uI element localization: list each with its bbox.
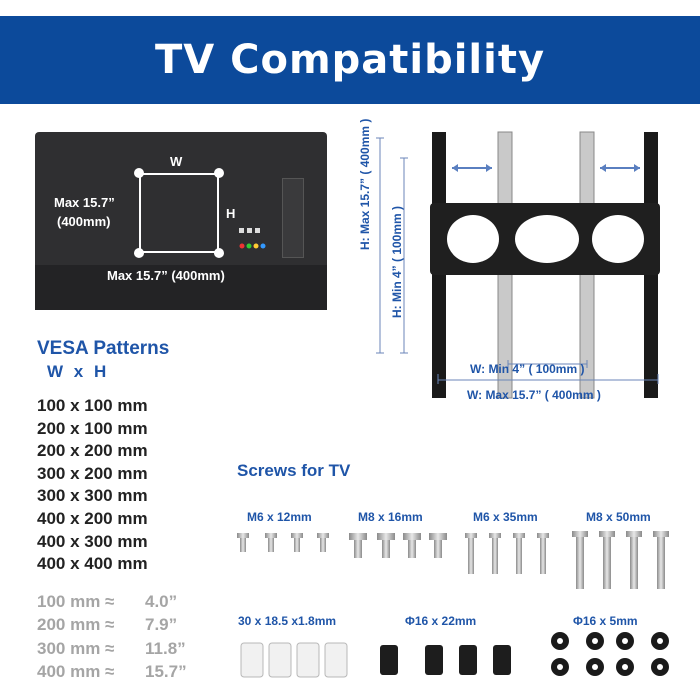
- vesa-pattern: 300 x 300 mm: [37, 486, 148, 506]
- conversion-mm: 400 mm ≈: [37, 661, 115, 681]
- tube-spacer-label: Φ16 x 22mm: [405, 614, 477, 628]
- wall-mount-diagram: [376, 131, 660, 399]
- conversion-mm: 300 mm ≈: [37, 638, 115, 658]
- mount-hole-icon: [134, 248, 144, 258]
- vesa-pattern: 400 x 400 mm: [37, 554, 148, 574]
- screw-label-m8-50: M8 x 50mm: [586, 510, 651, 524]
- vesa-pattern-list: 100 x 100 mm 200 x 100 mm 200 x 200 mm 3…: [37, 396, 148, 577]
- conversion-in: 7.9”: [145, 615, 178, 635]
- spacer-label: 30 x 18.5 x1.8mm: [238, 614, 337, 628]
- screws-title: Screws for TV: [237, 461, 351, 480]
- conversion-row: 100 mm ≈ 4.0”: [37, 592, 187, 615]
- conversion-row: 400 mm ≈ 15.7”: [37, 662, 187, 685]
- tv-height-label: H: [226, 206, 236, 221]
- vesa-pattern: 200 x 100 mm: [37, 418, 148, 438]
- screw-label-m8-16: M8 x 16mm: [358, 510, 423, 524]
- mount-h-max-label: H: Max 15.7” ( 400mm ): [358, 118, 372, 250]
- conversion-mm: 100 mm ≈: [37, 592, 115, 611]
- page-title: TV Compatibility: [154, 37, 546, 83]
- vesa-pattern: 300 x 200 mm: [37, 463, 148, 483]
- mount-hole-icon: [214, 248, 224, 258]
- conversion-row: 300 mm ≈ 11.8”: [37, 639, 187, 662]
- tv-max-height-line2: (400mm): [57, 214, 111, 229]
- tv-buttons-icon: [239, 228, 266, 249]
- vesa-square: [139, 173, 219, 253]
- conversion-list: 100 mm ≈4.0” 200 mm ≈7.9” 300 mm ≈11.8” …: [37, 592, 187, 685]
- vesa-pattern: 400 x 300 mm: [37, 531, 148, 551]
- tv-base: [35, 265, 327, 310]
- vesa-title: VESA Patterns: [37, 338, 170, 359]
- conversion-in: 11.8”: [145, 638, 186, 658]
- tv-port-panel: [282, 178, 304, 258]
- tv-width-label: W: [170, 154, 183, 169]
- mount-w-min-label: W: Min 4” ( 100mm ): [470, 362, 585, 376]
- mount-h-min-label: H: Min 4” ( 100mm ): [390, 205, 404, 318]
- screw-label-m6-35: M6 x 35mm: [473, 510, 538, 524]
- title-banner: TV Compatibility: [0, 16, 700, 104]
- mount-hole-icon: [214, 168, 224, 178]
- screw-label-m6-12: M6 x 12mm: [247, 510, 312, 524]
- tv-max-height-line1: Max 15.7”: [54, 195, 115, 210]
- conversion-in: 15.7”: [145, 661, 187, 681]
- mount-w-max-label: W: Max 15.7” ( 400mm ): [467, 388, 601, 402]
- vesa-pattern: 200 x 200 mm: [37, 441, 148, 461]
- tv-max-width-label: Max 15.7” (400mm): [107, 268, 225, 283]
- conversion-in: 4.0”: [145, 592, 178, 611]
- vesa-wh-header: W x H: [47, 362, 110, 381]
- conversion-row: 200 mm ≈ 7.9”: [37, 615, 187, 638]
- vesa-pattern: 100 x 100 mm: [37, 396, 148, 415]
- hardware-parts-illustration: [237, 531, 669, 678]
- mount-hole-icon: [134, 168, 144, 178]
- vesa-pattern: 400 x 200 mm: [37, 508, 148, 528]
- conversion-mm: 200 mm ≈: [37, 615, 115, 635]
- washer-label: Φ16 x 5mm: [573, 614, 638, 628]
